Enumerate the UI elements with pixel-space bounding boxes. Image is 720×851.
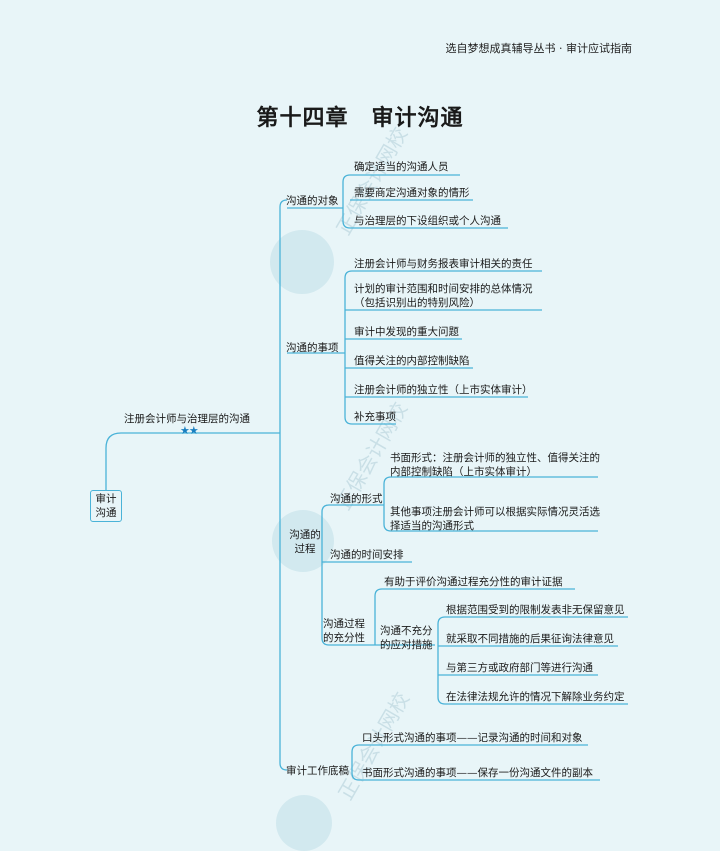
matters-item: 补充事项 xyxy=(354,411,396,423)
measures-item: 就采取不同措施的后果征询法律意见 xyxy=(446,633,614,645)
decorative-circle xyxy=(270,230,334,294)
measures-item: 在法律法规允许的情况下解除业务约定 xyxy=(446,691,625,703)
workpapers-item: 口头形式沟通的事项——记录沟通的时间和对象 xyxy=(362,732,583,744)
main-branch-label: 注册会计师与治理层的沟通 xyxy=(124,413,250,425)
form-label: 沟通的形式 xyxy=(330,493,383,505)
matters-item: 审计中发现的重大问题 xyxy=(354,326,459,338)
measures-item: 根据范围受到的限制发表非无保留意见 xyxy=(446,604,625,616)
adequacy-label: 沟通过程的充分性 xyxy=(323,618,365,644)
matters-item: 注册会计师的独立性（上市实体审计） xyxy=(354,384,533,396)
decorative-circle xyxy=(276,795,332,851)
form-item: 书面形式：注册会计师的独立性、值得关注的内部控制缺陷（上市实体审计） xyxy=(390,452,600,478)
matters-item: 值得关注的内部控制缺陷 xyxy=(354,355,470,367)
objects-label: 沟通的对象 xyxy=(286,195,339,207)
matters-item: 注册会计师与财务报表审计相关的责任 xyxy=(354,258,533,270)
workpapers-label: 审计工作底稿 xyxy=(286,765,349,777)
timing-label: 沟通的时间安排 xyxy=(330,549,404,561)
process-label: 沟通的过程 xyxy=(289,529,321,555)
objects-item: 需要商定沟通对象的情形 xyxy=(354,187,470,199)
importance-stars: ★★ xyxy=(180,424,199,437)
workpapers-item: 书面形式沟通的事项——保存一份沟通文件的副本 xyxy=(362,767,593,779)
objects-item: 与治理层的下设组织或个人沟通 xyxy=(354,215,501,227)
objects-item: 确定适当的沟通人员 xyxy=(354,161,449,173)
matters-item: 计划的审计范围和时间安排的总体情况（包括识别出的特别风险） xyxy=(354,283,533,309)
chapter-title: 第十四章 审计沟通 xyxy=(256,106,464,131)
measures-label: 沟通不充分的应对措施 xyxy=(380,625,433,651)
book-series-header: 选自梦想成真辅导丛书 · 审计应试指南 xyxy=(445,42,633,55)
matters-label: 沟通的事项 xyxy=(286,342,339,354)
measures-item: 与第三方或政府部门等进行沟通 xyxy=(446,662,593,674)
form-item: 其他事项注册会计师可以根据实际情况灵活选择适当的沟通形式 xyxy=(390,506,600,532)
adequacy-evidence: 有助于评价沟通过程充分性的审计证据 xyxy=(384,576,563,588)
root-node: 审计 沟通 xyxy=(90,490,122,522)
